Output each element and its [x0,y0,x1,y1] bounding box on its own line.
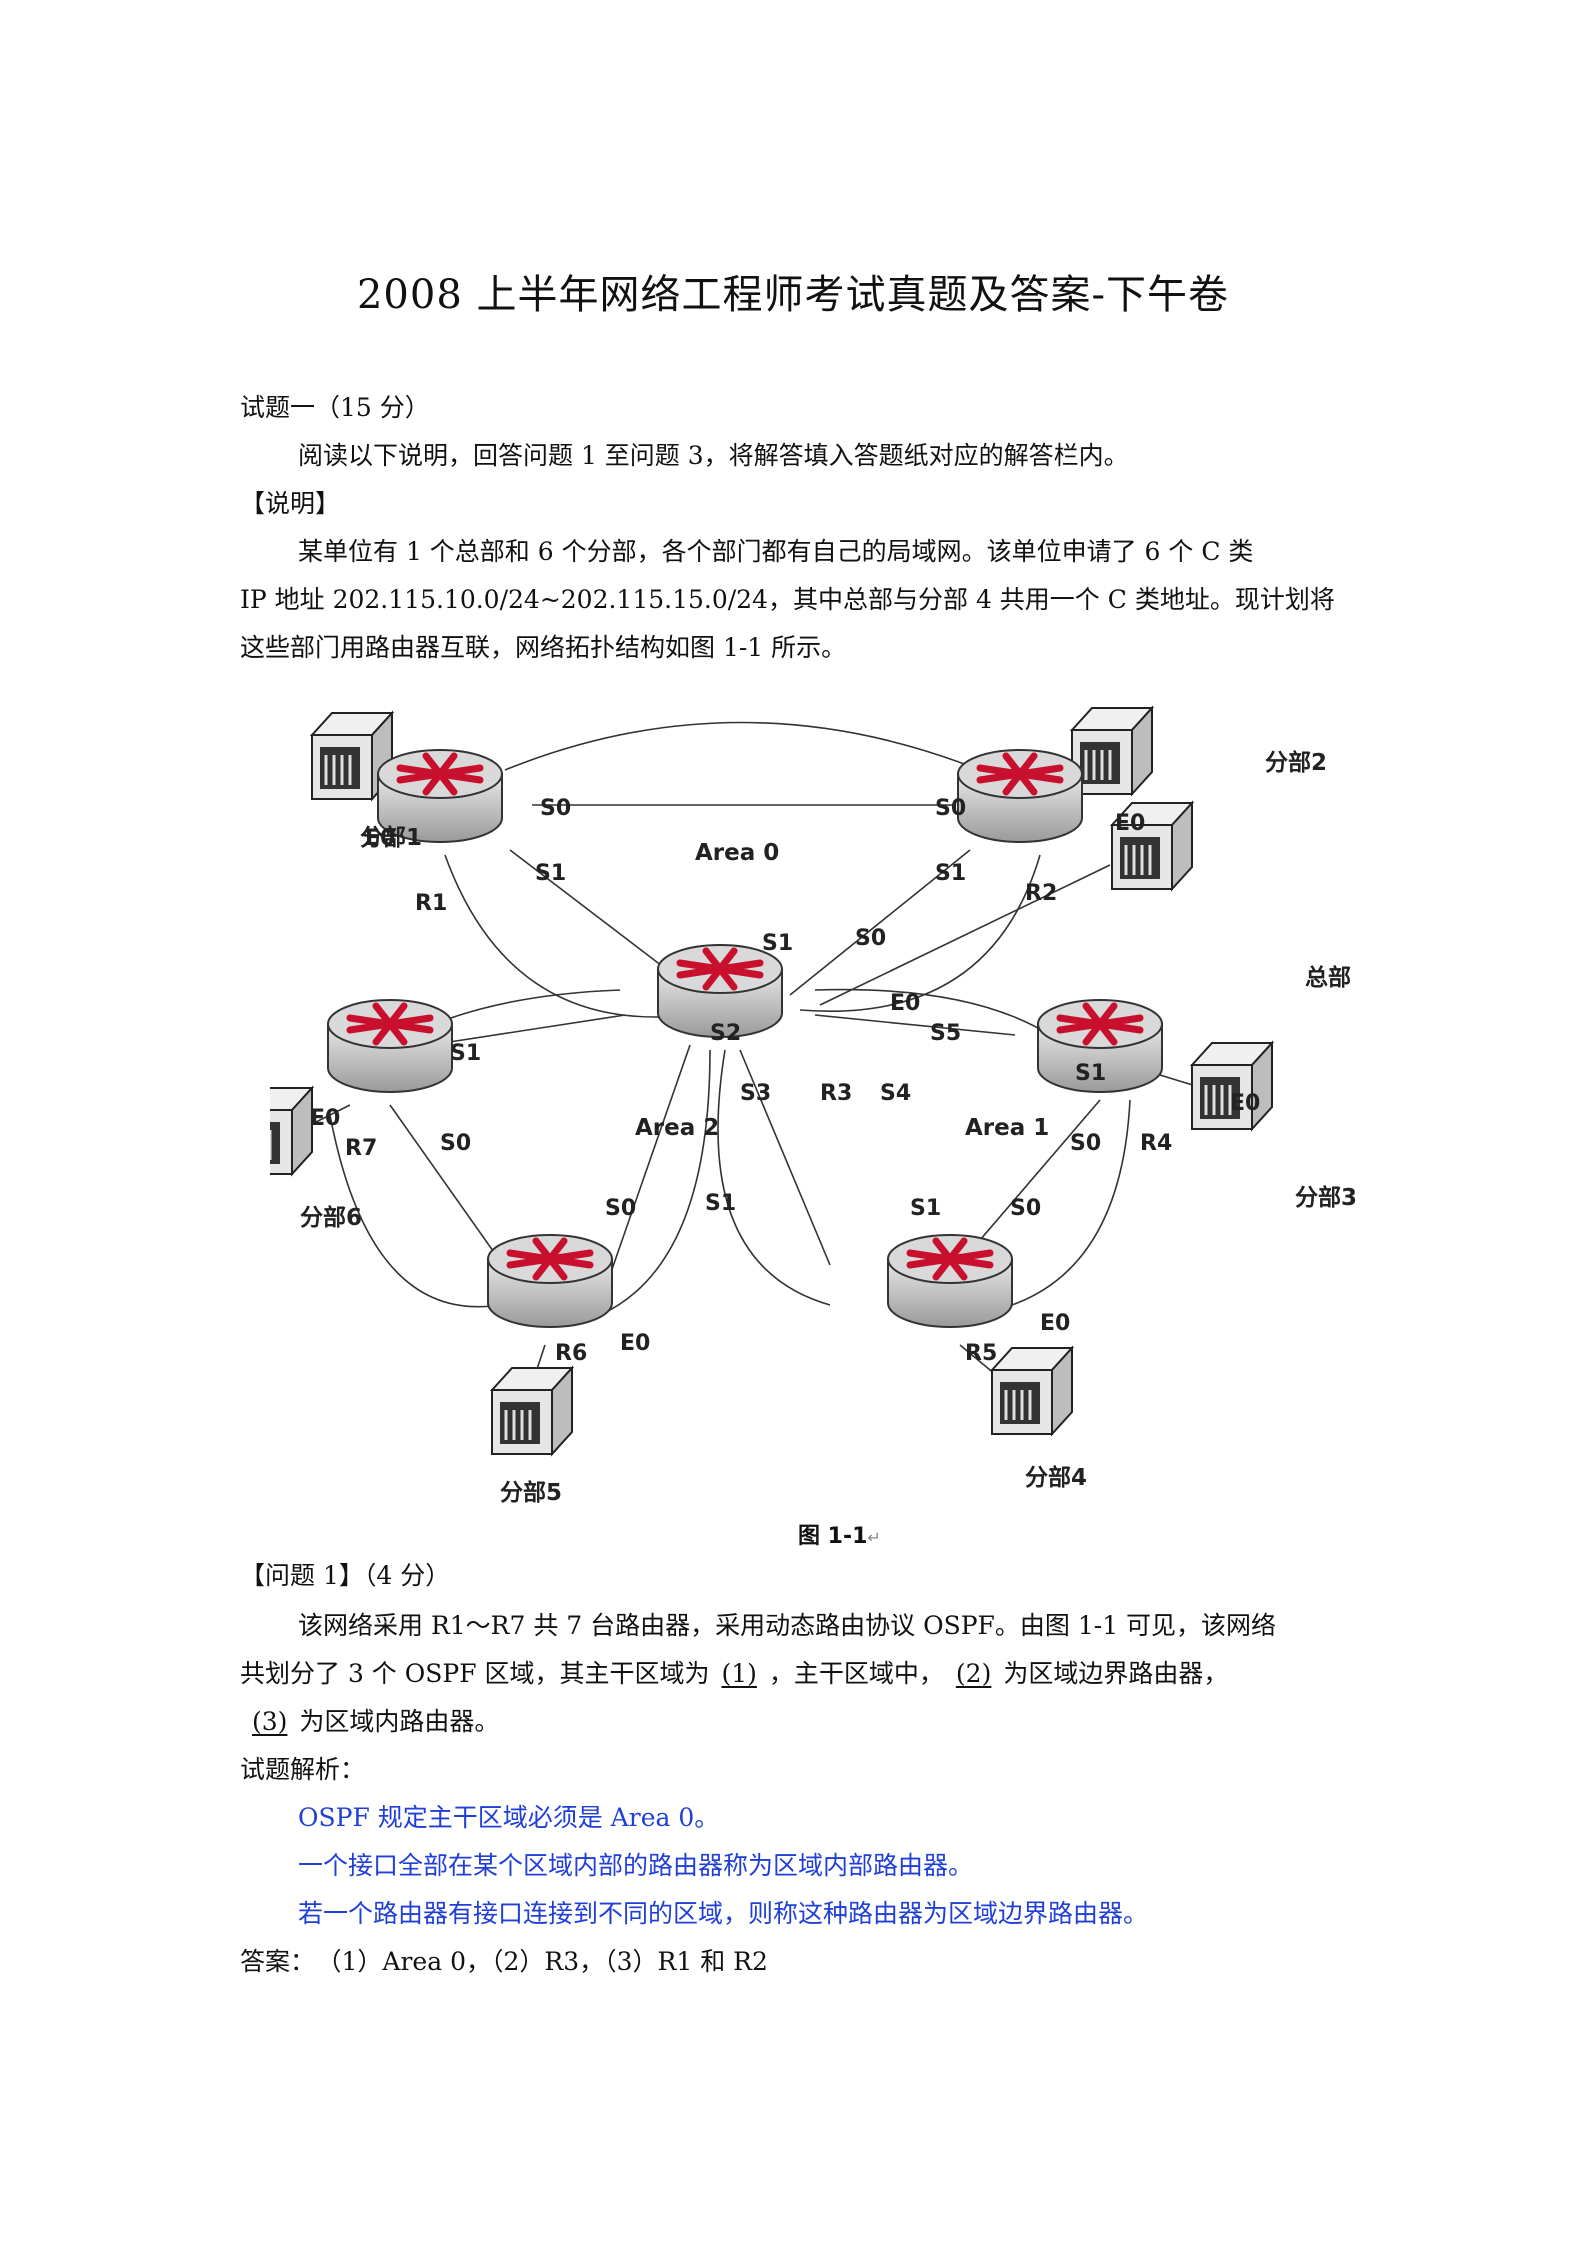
port-label: E0 [890,991,920,1016]
port-label: E0 [620,1331,650,1356]
description-line: IP 地址 202.115.10.0/24~202.115.15.0/24，其中… [240,585,1335,614]
answer-blank: (3) [252,1707,288,1736]
answer-blank: (2) [955,1659,992,1688]
port-label: S1 [762,931,793,956]
description-line: 某单位有 1 个总部和 6 个分部，各个部门都有自己的局域网。该单位申请了 6 … [298,537,1254,566]
problem-text: (3)为区域内路由器。 [240,1704,499,1740]
port-label: S5 [930,1021,961,1046]
analysis-text: 一个接口全部在某个区域内部的路由器称为区域内部路由器。 [298,1851,974,1880]
router-label: R1 [415,891,447,916]
router-icon [888,1235,1012,1327]
port-label: S0 [1010,1196,1041,1221]
instruction-text: 阅读以下说明，回答问题 1 至问题 3，将解答填入答题纸对应的解答栏内。 [298,441,1129,470]
area-label: Area 1 [965,1115,1049,1141]
site-server-icon [270,1086,314,1176]
site-server-icon [990,1346,1074,1436]
port-label: S1 [1075,1061,1106,1086]
site-server-icon [1070,706,1154,796]
figure-caption: 图 1-1↵ [798,1524,881,1549]
page-title: 2008 上半年网络工程师考试真题及答案-下午卷 [356,272,1230,318]
port-label: S0 [1070,1131,1101,1156]
router-icon [328,1000,452,1092]
answer-line: 答案：（1）Area 0，（2）R3，（3）R1 和 R2 [240,1947,768,1976]
port-label: S0 [540,796,571,821]
router-label: R6 [555,1341,587,1366]
port-label: S1 [705,1191,736,1216]
site-label: 分部2 [1265,749,1327,776]
port-label: S1 [450,1041,481,1066]
router-label: R5 [965,1341,997,1366]
port-label: S0 [855,926,886,951]
analysis-text: 若一个路由器有接口连接到不同的区域，则称这种路由器为区域边界路由器。 [298,1899,1149,1928]
site-label: 分部6 [300,1204,362,1231]
port-label: S4 [880,1081,911,1106]
port-label: S0 [605,1196,636,1221]
question-header: 试题一（15 分） [240,393,430,422]
port-label: E0 [310,1106,340,1131]
router-label: R3 [820,1081,852,1106]
answer-blank: (1) [721,1659,757,1688]
port-label: E0 [1040,1311,1070,1336]
area-label: Area 0 [695,840,779,866]
port-label: S0 [935,796,966,821]
network-topology-diagram: R1 R2 R3 R4 R5 R6 R7 S0 S1 E0 S0 S1 E0 S… [270,706,1357,1506]
analysis-text: OSPF 规定主干区域必须是 Area 0。 [298,1803,720,1832]
port-label: E0 [365,826,395,851]
router-label: R7 [345,1136,377,1161]
port-label: S1 [935,861,966,886]
router-icon [958,750,1082,842]
problem-text: 该网络采用 R1～R7 共 7 台路由器，采用动态路由协议 OSPF。由图 1-… [298,1611,1277,1640]
router-label: R2 [1025,881,1057,906]
site-label: 总部 [1305,964,1351,991]
site-label: 分部5 [500,1479,562,1506]
site-server-icon [490,1366,574,1456]
port-label: E0 [1230,1091,1260,1116]
analysis-header: 试题解析： [240,1755,366,1784]
router-icon [488,1235,612,1327]
network-links [270,721,1226,1406]
site-server-icon [1190,1041,1274,1131]
problem-header: 【问题 1】（4 分） [240,1561,451,1590]
site-label: 分部4 [1025,1464,1087,1491]
port-label: S3 [740,1081,771,1106]
description-header: 【说明】 [240,489,341,518]
port-label: S2 [710,1021,741,1046]
router-label: R4 [1140,1131,1172,1156]
port-label: S0 [440,1131,471,1156]
description-line: 这些部门用路由器互联，网络拓扑结构如图 1-1 所示。 [240,633,847,662]
port-label: E0 [1115,811,1145,836]
port-label: S1 [910,1196,941,1221]
port-label: S1 [535,861,566,886]
area-label: Area 2 [635,1115,719,1141]
site-label: 分部1 [360,824,422,851]
site-label: 分部3 [1295,1184,1357,1211]
problem-text: 共划分了 3 个 OSPF 区域，其主干区域为(1)，主干区域中，(2)为区域边… [240,1659,1229,1688]
